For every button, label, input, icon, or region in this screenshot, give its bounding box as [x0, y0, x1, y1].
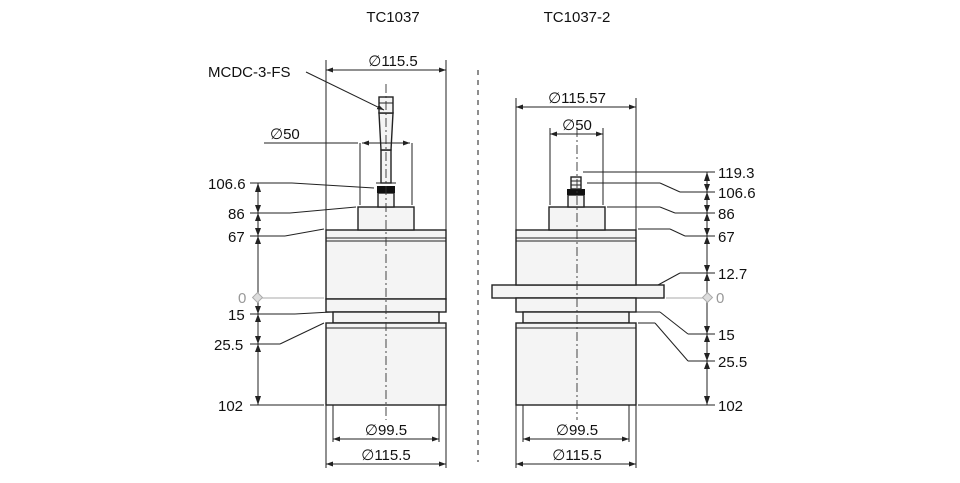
- dim-bottom-inner-diameter-right: ∅99.5: [556, 422, 598, 439]
- label-connector: MCDC-3-FS: [208, 64, 291, 81]
- dim-top-diameter-left: ∅115.5: [368, 53, 418, 70]
- dim-pin-diameter-left: ∅50: [270, 126, 300, 143]
- dim-h-119-3-right: 119.3: [718, 165, 754, 182]
- mounting-flange: [491, 284, 665, 299]
- tc1037-view: TC1037 ∅115.5 MCDC-3-FS ∅50: [208, 9, 447, 468]
- dim-h-15-right: 15: [718, 327, 735, 344]
- title-tc1037-2: TC1037-2: [544, 9, 611, 26]
- dim-h-25-5-left: 25.5: [214, 337, 243, 354]
- dim-bottom-inner-diameter-left: ∅99.5: [365, 422, 407, 439]
- dim-h-25-5-right: 25.5: [718, 354, 747, 371]
- terminal-stud: [570, 176, 582, 190]
- dim-h-106-6-left: 106.6: [208, 176, 246, 193]
- dim-h-67-left: 67: [228, 229, 245, 246]
- dim-h-0-left: 0: [238, 290, 246, 307]
- dim-h-67-right: 67: [718, 229, 735, 246]
- dim-top-diameter-right: ∅115.57: [548, 90, 606, 107]
- tc1037-2-view: TC1037-2 ∅115.57 ∅50: [491, 9, 756, 468]
- dim-h-86-left: 86: [228, 206, 245, 223]
- lower-body-right: [515, 322, 637, 406]
- dim-h-102-right: 102: [718, 398, 743, 415]
- dim-h-0-right: 0: [716, 290, 724, 307]
- dim-bottom-outer-diameter-right: ∅115.5: [552, 447, 602, 464]
- dim-h-86-right: 86: [718, 206, 735, 223]
- dim-h-15-left: 15: [228, 307, 245, 324]
- dim-pin-diameter-right: ∅50: [562, 117, 592, 134]
- dim-h-102-left: 102: [218, 398, 243, 415]
- dim-h-12-7-right: 12.7: [718, 266, 747, 283]
- dim-bottom-outer-diameter-left: ∅115.5: [361, 447, 411, 464]
- title-tc1037: TC1037: [366, 9, 419, 26]
- dim-h-106-6-right: 106.6: [718, 185, 756, 202]
